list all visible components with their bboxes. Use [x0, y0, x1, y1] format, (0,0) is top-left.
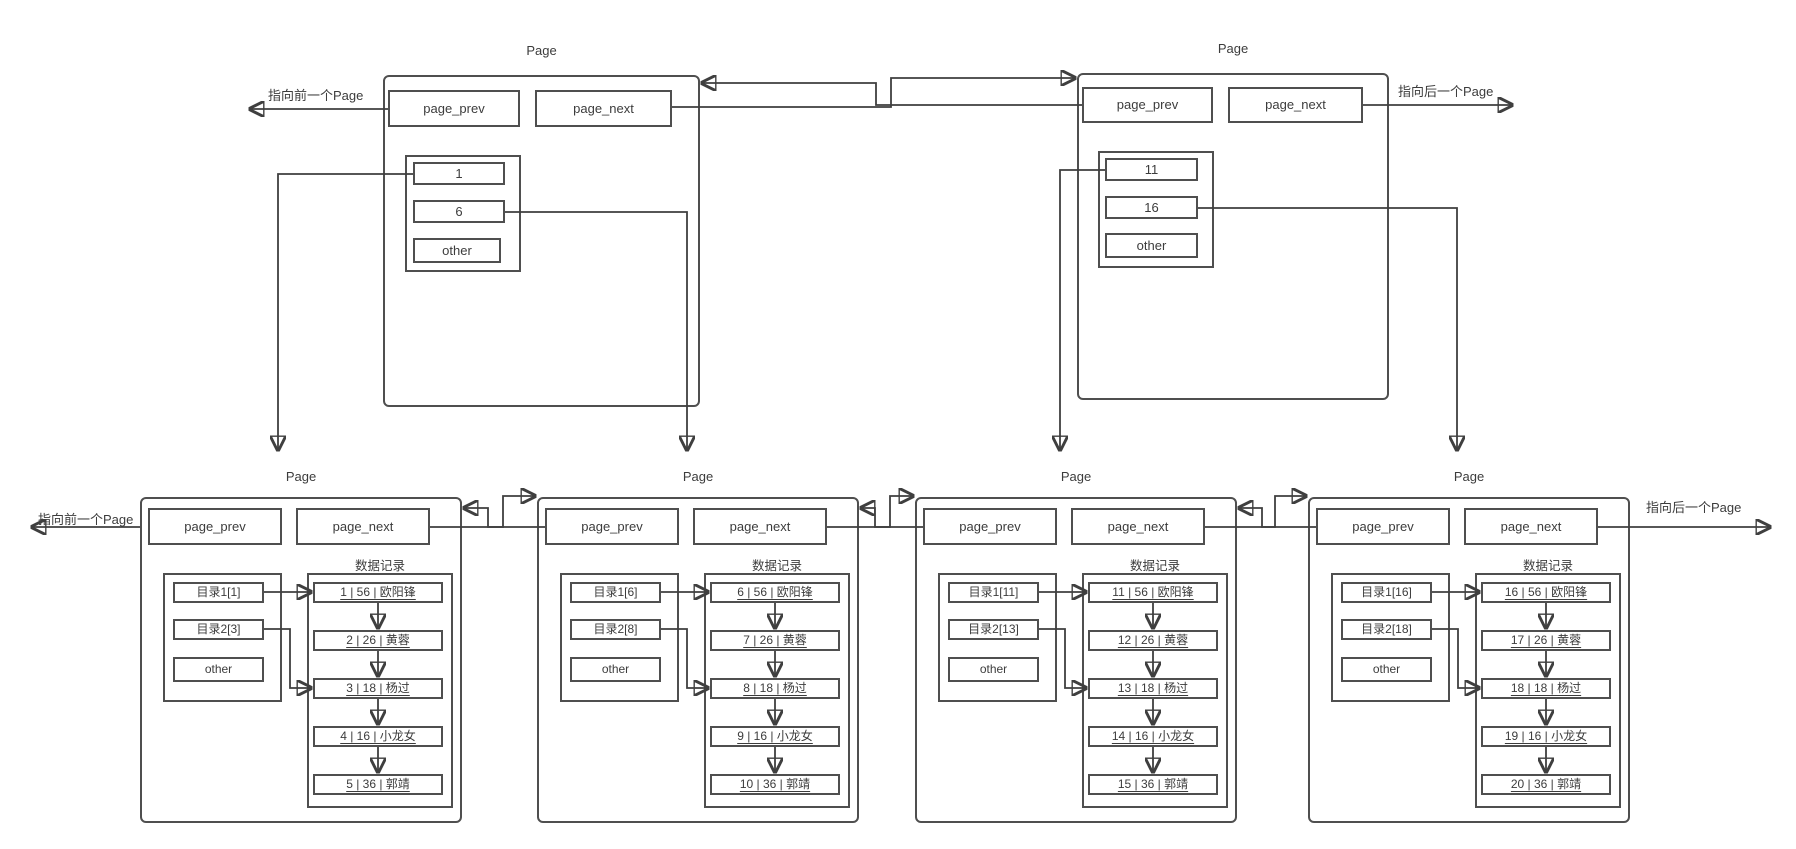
- dir-entry: 6: [413, 200, 505, 223]
- page-title: Page: [1217, 41, 1249, 56]
- record-box: 4 | 16 | 小龙女: [313, 726, 443, 747]
- page-prev-box: page_prev: [545, 508, 679, 545]
- page-title: Page: [285, 469, 317, 484]
- records-label: 数据记录: [751, 559, 802, 573]
- record-box: 20 | 36 | 郭靖: [1481, 774, 1611, 795]
- page-title: Page: [1060, 469, 1092, 484]
- dir-entry: 目录2[3]: [173, 619, 264, 640]
- page-next-box: page_next: [296, 508, 430, 545]
- dir-entry: 目录2[18]: [1341, 619, 1432, 640]
- top-page-1: Page page_prev page_next 1 6 other: [383, 43, 700, 407]
- records-label: 数据记录: [1522, 559, 1573, 573]
- top-page-2: Page page_prev page_next 11 16 other: [1077, 41, 1389, 400]
- record-box: 5 | 36 | 郭靖: [313, 774, 443, 795]
- bottom-page-4: Page page_prev page_next 数据记录 目录1[16] 目录…: [1308, 469, 1630, 823]
- record-box: 17 | 26 | 黄蓉: [1481, 630, 1611, 651]
- dir-entry-other: other: [413, 238, 501, 263]
- record-box: 8 | 18 | 杨过: [710, 678, 840, 699]
- record-box: 13 | 18 | 杨过: [1088, 678, 1218, 699]
- record-box: 1 | 56 | 欧阳锋: [313, 582, 443, 603]
- record-box: 12 | 26 | 黄蓉: [1088, 630, 1218, 651]
- dir-entry: 目录2[8]: [570, 619, 661, 640]
- page-next-box: page_next: [535, 90, 672, 127]
- arrow-top-pageB-prev-to-A: [702, 83, 1082, 106]
- record-box: 18 | 18 | 杨过: [1481, 678, 1611, 699]
- record-box: 19 | 16 | 小龙女: [1481, 726, 1611, 747]
- label-next-page-bottom: 指向后一个Page: [1646, 500, 1742, 515]
- record-box: 6 | 56 | 欧阳锋: [710, 582, 840, 603]
- dir-entry-other: other: [948, 657, 1039, 682]
- dir-entry: 1: [413, 162, 505, 185]
- dir-entry: 11: [1105, 158, 1198, 181]
- record-box: 15 | 36 | 郭靖: [1088, 774, 1218, 795]
- page-prev-box: page_prev: [388, 90, 520, 127]
- dir-entry-other: other: [1105, 233, 1198, 258]
- dir-entry-other: other: [1341, 657, 1432, 682]
- record-box: 11 | 56 | 欧阳锋: [1088, 582, 1218, 603]
- page-next-box: page_next: [693, 508, 827, 545]
- dir-entry: 目录1[16]: [1341, 582, 1432, 603]
- page-title: Page: [526, 43, 557, 58]
- page-prev-box: page_prev: [148, 508, 282, 545]
- label-prev-page-bottom: 指向前一个Page: [38, 512, 134, 527]
- page-next-box: page_next: [1228, 87, 1363, 123]
- bottom-page-3: Page page_prev page_next 数据记录 目录1[11] 目录…: [915, 469, 1237, 823]
- arrow-leaf4-prev-to-leaf3: [1239, 508, 1316, 528]
- label-next-page-top: 指向后一个Page: [1398, 84, 1494, 99]
- bottom-page-2: Page page_prev page_next 数据记录 目录1[6] 目录2…: [537, 469, 859, 823]
- dir-entry: 16: [1105, 196, 1198, 219]
- records-label: 数据记录: [354, 559, 405, 573]
- dir-entry: 目录1[11]: [948, 582, 1039, 603]
- page-prev-box: page_prev: [1316, 508, 1450, 545]
- dir-entry-other: other: [173, 657, 264, 682]
- dir-entry: 目录1[1]: [173, 582, 264, 603]
- page-next-box: page_next: [1464, 508, 1598, 545]
- page-title: Page: [682, 469, 714, 484]
- record-box: 16 | 56 | 欧阳锋: [1481, 582, 1611, 603]
- label-prev-page-top: 指向前一个Page: [268, 88, 364, 103]
- page-title: Page: [1453, 469, 1485, 484]
- arrow-leaf3-prev-to-leaf2: [861, 508, 923, 528]
- dir-entry: 目录1[6]: [570, 582, 661, 603]
- record-box: 14 | 16 | 小龙女: [1088, 726, 1218, 747]
- arrow-leaf2-prev-to-leaf1: [464, 508, 545, 528]
- arrow-top-pageA-next-to-B: [672, 78, 1075, 108]
- record-box: 9 | 16 | 小龙女: [710, 726, 840, 747]
- page-prev-box: page_prev: [923, 508, 1057, 545]
- records-label: 数据记录: [1129, 559, 1180, 573]
- record-box: 3 | 18 | 杨过: [313, 678, 443, 699]
- record-box: 7 | 26 | 黄蓉: [710, 630, 840, 651]
- page-next-box: page_next: [1071, 508, 1205, 545]
- dir-entry: 目录2[13]: [948, 619, 1039, 640]
- record-box: 10 | 36 | 郭靖: [710, 774, 840, 795]
- bottom-page-1: Page page_prev page_next 数据记录 目录1[1] 目录2…: [140, 469, 462, 823]
- dir-entry-other: other: [570, 657, 661, 682]
- page-prev-box: page_prev: [1082, 87, 1213, 123]
- record-box: 2 | 26 | 黄蓉: [313, 630, 443, 651]
